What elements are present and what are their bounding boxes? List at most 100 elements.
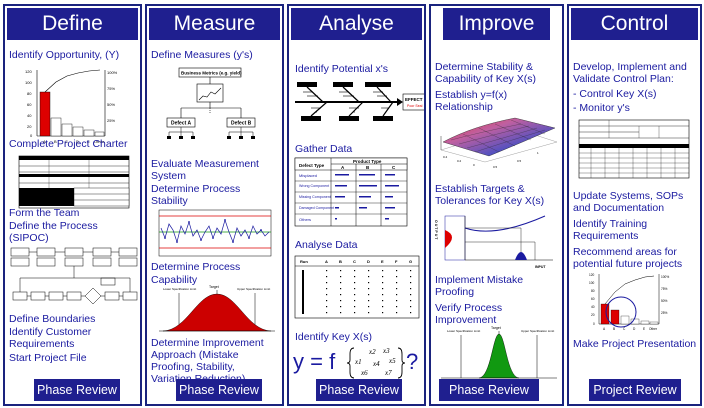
svg-text:0.5: 0.5 [517,159,522,163]
matrix-header: E [381,259,384,264]
improve-phase-review-button[interactable]: Phase Review [439,379,539,401]
pareto-small-ytick: 120 [589,273,595,277]
defect-table-col: C [392,165,396,170]
svg-text:0.2: 0.2 [457,159,462,163]
define-column: Define Identify Opportunity, (Y) 120 100… [3,4,142,406]
cap-lower-label: Lower Specification Limit [447,329,480,333]
define-item-5: (SIPOC) [9,232,49,244]
pareto-small-cat: A [603,327,606,331]
measure-item-6: Determine Process [151,261,241,273]
pareto-cat: Other [94,139,105,144]
improve-item-9: Verify Process [435,302,503,314]
measure-item-3: System [151,170,187,182]
formula-x: x7 [384,369,392,377]
control-project-review-button[interactable]: Project Review [589,379,681,401]
improve-column: Improve Determine Stability & Capability… [429,4,564,406]
control-item-8: Requirements [573,230,639,242]
input-axis-label: INPUT [535,265,546,269]
control-plan-table [578,119,690,179]
pareto-small-cat: D [633,327,636,331]
define-phase-review-button[interactable]: Phase Review [34,379,120,401]
pareto-ytick: 80 [27,91,32,96]
cap-upper-label: Upper Specification Limit [237,287,270,291]
defect-b-label: Defect B [231,121,252,127]
improve-item-7: Implement Mistake [435,274,524,286]
matrix-header: F [395,259,398,264]
improve-item-3: Establish y=f(x) [435,89,508,101]
tolerance-input-output-chart: OUTPUT INPUT [434,215,553,269]
defect-table-row: Misplaced [299,173,317,178]
fishbone-diagram: EFFECT Poor Seal [295,82,424,121]
svg-text:0.5: 0.5 [493,165,498,169]
analyse-item-3: Analyse Data [295,239,358,251]
matrix-header: A [325,259,328,264]
control-item-3: - Control Key X(s) [573,88,657,100]
analyse-item-4: Identify Key X(s) [295,331,373,343]
defect-table-col: B [366,165,370,170]
improve-item-2: Capability of Key X(s) [435,73,536,85]
analyse-column: Analyse Identify Potential x's EFFECT Po… [287,4,426,406]
control-item-7: Identify Training [573,218,648,230]
pareto-ytick: 120 [25,69,32,74]
pareto-cat: B [54,139,57,144]
pareto-small-pct: 75% [661,287,668,291]
defect-type-table: Defect Type Product Type A B C Misplaced… [294,157,408,227]
pareto-ytick: 60 [27,102,32,107]
defect-table-header-product: Product Type [353,159,382,164]
formula-x: x2 [368,348,376,356]
matrix-header: C [353,259,356,264]
control-item-4: - Monitor y's [573,102,630,114]
pareto-small-pct: 100% [661,275,669,279]
control-item-1: Develop, Implement and [573,61,687,73]
define-item-1: Identify Opportunity, (Y) [9,49,120,61]
fishbone-effect-sub: Poor Seal [407,104,423,108]
improve-header: Improve [443,8,550,40]
pareto-cat: D [76,139,79,144]
pareto-small-ytick: 0 [593,322,595,326]
pareto-cat: C [65,139,68,144]
measure-item-8: Determine Improvement [151,337,264,349]
define-item-8: Requirements [9,338,75,350]
pareto-ytick: 20 [27,124,32,129]
control-item-11: Make Project Presentation [573,338,697,350]
defect-table-row: Wrong Component [299,184,329,188]
pareto-small-pct: 50% [661,299,668,303]
pareto-small-ytick: 80 [591,289,595,293]
improve-item-4: Relationship [435,101,493,113]
measure-phase-review-button[interactable]: Phase Review [176,379,262,401]
defect-a-label: Defect A [171,121,191,127]
defect-table-header-type: Defect Type [299,163,325,168]
control-column: Control Develop, Implement and Validate … [567,4,702,406]
pareto-small-pct: 25% [661,311,668,315]
pareto-small-cat: E [643,327,645,331]
defect-table-row: Damaged Component [299,206,334,210]
analyse-item-1: Identify Potential x's [295,63,389,75]
improve-item-1: Determine Stability & [435,61,534,73]
analyse-phase-review-button[interactable]: Phase Review [316,379,402,401]
formula-x: x1 [354,358,362,366]
cap-target-label: Target [209,285,219,289]
define-item-6: Define Boundaries [9,313,96,325]
pareto-ytick: 0 [30,133,33,138]
cap-target-label: Target [491,326,501,330]
business-metric-label: Business Metrics (e.g. yield) [181,71,242,76]
control-header: Control [571,8,698,40]
improve-item-10: Improvement [435,314,497,326]
measure-item-1: Define Measures (y's) [151,49,253,61]
control-item-6: and Documentation [573,202,665,214]
pareto-small-cat: C [623,327,626,331]
pareto-pct: 50% [107,102,115,107]
formula-brace-xs: x2 x3 x1 x4 x5 x6 x7 [346,347,406,379]
improve-item-5: Establish Targets & [435,183,525,195]
pareto-chart-small: 120 100 80 60 40 20 0 100% 75% 50% 25% A… [589,273,669,331]
formula-x: x5 [388,357,396,365]
measure-item-4: Determine Process [151,183,241,195]
pareto-pct: 75% [107,86,115,91]
define-item-9: Start Project File [9,352,87,364]
control-item-9: Recommend areas for [573,246,677,258]
svg-text:0.4: 0.4 [443,155,448,159]
pareto-small-cat: B [613,327,615,331]
defect-table-row: Others [299,217,311,222]
formula-question-mark: ? [406,349,419,374]
defect-table-row: Missing Component [299,195,331,199]
